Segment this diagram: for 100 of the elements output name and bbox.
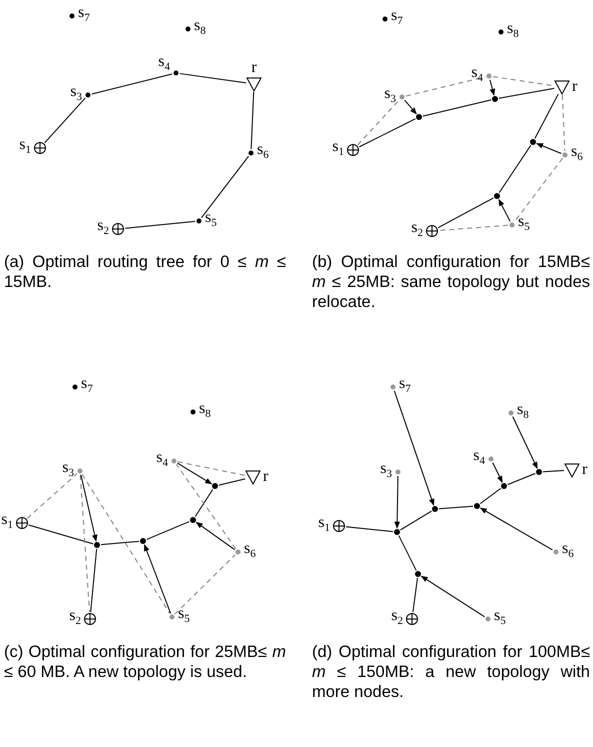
relay-dot — [394, 529, 400, 535]
line — [542, 470, 565, 472]
arrow — [536, 143, 562, 154]
node-label: s$_{7}$ — [80, 376, 94, 398]
line — [250, 92, 254, 150]
node-label: s$_{3}$ — [379, 461, 393, 483]
node-label: s$_{2}$ — [410, 220, 424, 242]
dashed-line — [26, 473, 78, 519]
relay-dot — [416, 114, 422, 120]
relay-dot — [492, 96, 498, 102]
node-label: s$_{6}$ — [561, 541, 575, 563]
arrow — [498, 198, 511, 222]
figure-caption: (c) Optimal configuration for 25MB≤ m ≤ 60 MB. A new topology is used. — [4, 642, 286, 682]
figure-caption: (a) Optimal routing tree for 0 ≤ m ≤ 15MB. — [4, 252, 286, 292]
dashed-line — [82, 474, 170, 614]
node-label: s$_{4}$ — [157, 54, 171, 76]
line — [345, 526, 394, 532]
node-label: s$_{5}$ — [517, 214, 531, 236]
node-label: s$_{1}$ — [317, 515, 331, 537]
node-label: s$_{6}$ — [570, 144, 584, 166]
node-label: s$_{2}$ — [390, 608, 404, 630]
node-label: s$_{2}$ — [68, 608, 82, 630]
node-label: s$_{7}$ — [398, 376, 412, 398]
arrow — [480, 508, 554, 550]
line — [398, 535, 417, 571]
line — [412, 577, 418, 613]
line — [146, 521, 190, 540]
node-label: r — [262, 469, 270, 485]
arrow — [196, 522, 236, 550]
arrow — [394, 476, 400, 529]
node-label: s$_{3}$ — [69, 84, 83, 106]
arrow — [512, 416, 538, 470]
dashed-line — [80, 474, 90, 613]
node-label: s$_{8}$ — [506, 21, 520, 43]
line — [400, 510, 432, 530]
relay-dot — [474, 503, 480, 509]
line — [422, 99, 492, 117]
line — [91, 73, 173, 95]
dashed-line — [514, 158, 564, 222]
arrow — [176, 462, 212, 484]
node-label: s$_{3}$ — [383, 86, 397, 108]
dashed-line — [562, 94, 566, 152]
relay-dot — [190, 517, 196, 523]
node-label: s$_{6}$ — [243, 541, 257, 563]
dashed-line — [174, 554, 236, 615]
line — [480, 488, 502, 504]
relay-dot — [432, 506, 438, 512]
line — [438, 197, 494, 228]
arrow — [404, 100, 417, 114]
node-label: s$_{5}$ — [204, 210, 218, 232]
figure-caption: (b) Optimal configuration for 15MB≤ m ≤ 25MB: same topology but nodes relocate. — [312, 252, 590, 312]
line — [498, 88, 555, 99]
node-label: s$_{4}$ — [155, 450, 169, 472]
relay-dot — [536, 469, 542, 475]
line — [498, 144, 532, 194]
node-label: s$_{1}$ — [331, 139, 345, 161]
line — [179, 73, 247, 84]
dashed-line — [405, 76, 486, 97]
line — [534, 94, 559, 139]
node-label: s$_{4}$ — [472, 448, 486, 470]
line — [100, 540, 140, 546]
node-label: r — [571, 79, 578, 95]
node-label: s$_{1}$ — [18, 137, 32, 159]
line — [124, 220, 196, 229]
node-label: r — [581, 462, 588, 478]
relay-dot — [212, 483, 218, 489]
line — [358, 118, 416, 148]
relay-dot — [530, 139, 536, 145]
line — [44, 97, 86, 144]
node-label: s$_{8}$ — [193, 18, 207, 40]
arrow — [420, 576, 486, 618]
node-label: s$_{7}$ — [77, 5, 91, 27]
node-label: s$_{2}$ — [96, 218, 110, 240]
arrow — [80, 474, 98, 542]
dashed-line — [176, 464, 236, 550]
arrow — [144, 544, 172, 614]
relay-dot — [140, 538, 146, 544]
line — [90, 548, 98, 613]
node-label: s$_{7}$ — [390, 8, 404, 30]
line — [28, 524, 94, 544]
dashed-line — [438, 224, 508, 231]
node-label: s$_{1}$ — [0, 512, 14, 534]
node-label: r — [250, 60, 258, 76]
line — [218, 478, 246, 486]
arrow — [492, 462, 503, 484]
dashed-line — [357, 99, 400, 146]
node-label: s$_{5}$ — [177, 606, 191, 628]
line — [438, 506, 474, 510]
arrow — [490, 79, 496, 96]
line — [200, 156, 250, 218]
line — [507, 472, 536, 486]
node-label: s$_{4}$ — [470, 65, 484, 87]
line — [194, 488, 214, 518]
node-label: s$_{5}$ — [493, 608, 507, 630]
relay-dot — [415, 571, 421, 577]
node-label: s$_{8}$ — [198, 401, 212, 423]
node-label: s$_{3}$ — [61, 460, 75, 482]
dashed-line — [177, 461, 246, 476]
relay-dot — [94, 542, 100, 548]
figure-caption: (d) Optimal configuration for 100MB≤ m ≤ 150MB: a new topology with more nodes. — [312, 642, 590, 702]
